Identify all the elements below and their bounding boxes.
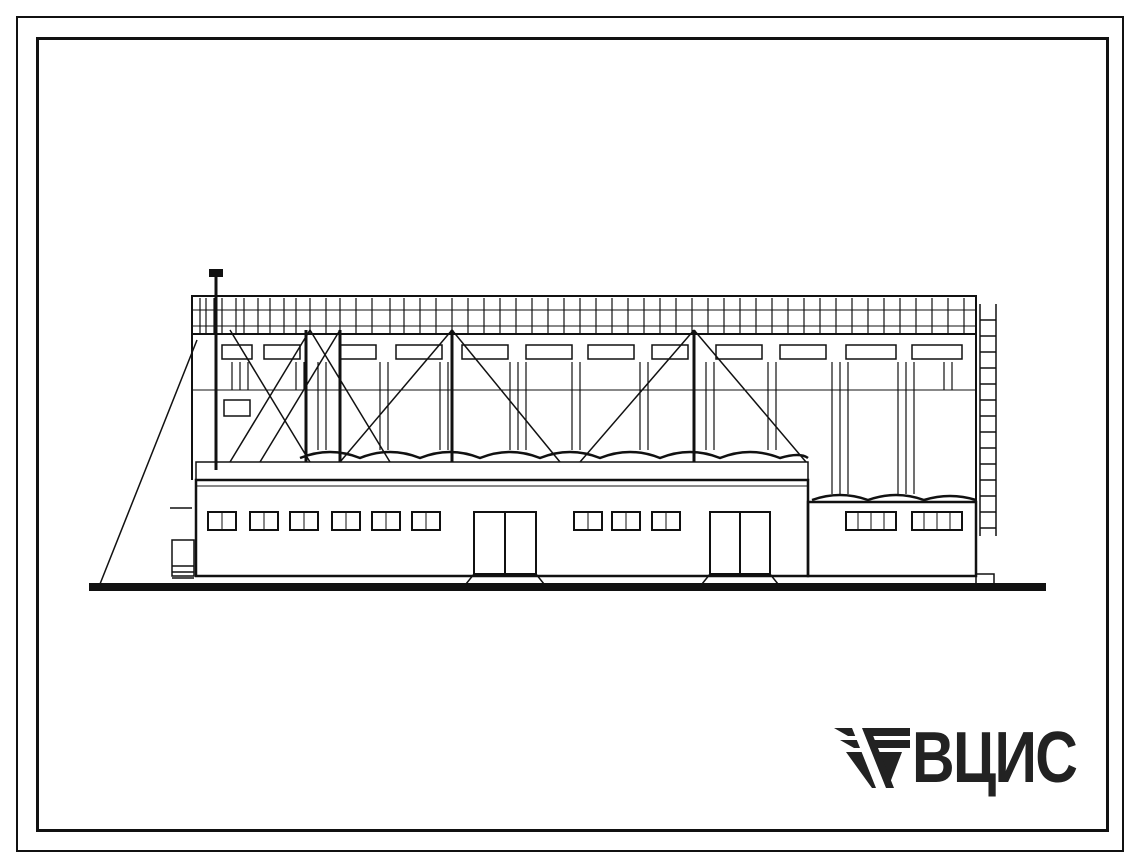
- ground-line: [89, 583, 1046, 591]
- main-building: [194, 478, 810, 578]
- guy-wire-left: [99, 339, 198, 585]
- triangular-stripes-logo-icon: [834, 728, 910, 788]
- upper-gallery: [191, 295, 977, 335]
- outer-frame: [16, 16, 1124, 852]
- silo-hoppers-right: [811, 493, 977, 502]
- lower-windows: [207, 511, 963, 531]
- gallery-hatching: [199, 298, 965, 334]
- stamp-logo-text: ВЦИС: [912, 718, 1078, 798]
- silo-hoppers: [299, 450, 809, 460]
- gallery-windows: [221, 344, 963, 417]
- vertical-pipes: [214, 272, 696, 470]
- doors: [473, 511, 771, 575]
- silo-hatching: [192, 362, 976, 494]
- entrance-annex: [171, 539, 195, 577]
- ladder: [979, 304, 997, 536]
- diagonal-conveyors: [229, 329, 807, 463]
- drawing-frame: [36, 37, 1109, 832]
- side-building: [806, 500, 978, 578]
